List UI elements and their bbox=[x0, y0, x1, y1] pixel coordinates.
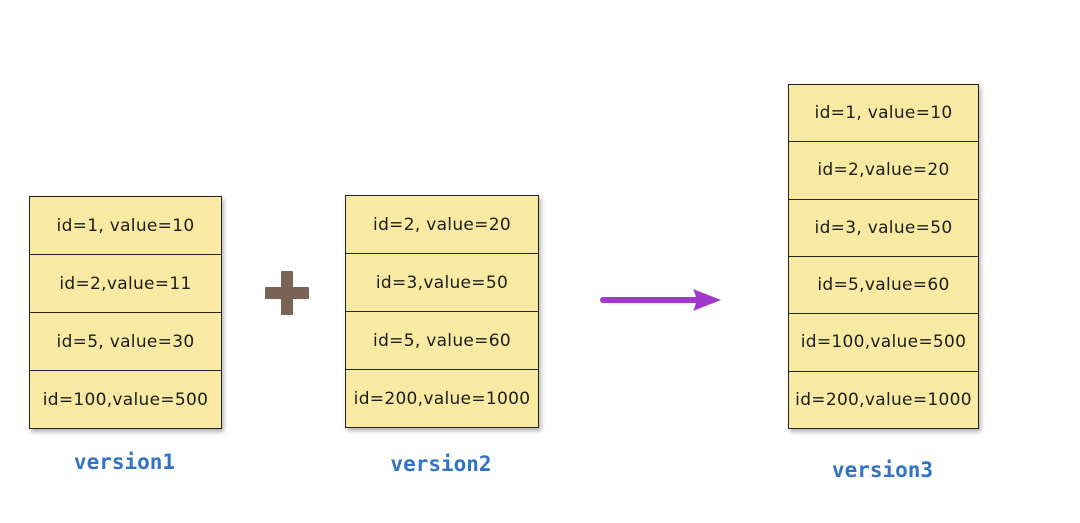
table-row: id=2,value=11 bbox=[30, 255, 221, 313]
version2-table: id=2, value=20 id=3,value=50 id=5, value… bbox=[345, 195, 539, 428]
table-row: id=2,value=20 bbox=[789, 142, 978, 200]
version1-label: version1 bbox=[73, 450, 176, 474]
table-row: id=5, value=30 bbox=[30, 313, 221, 371]
version3-table: id=1, value=10 id=2,value=20 id=3, value… bbox=[788, 84, 979, 429]
table-row: id=100,value=500 bbox=[42, 389, 209, 410]
table-row: id=2, value=20 bbox=[346, 196, 538, 254]
version1-table: id=1, value=10 id=2,value=11 id=5, value… bbox=[29, 196, 222, 429]
plus-vertical-bar bbox=[281, 271, 293, 315]
table-row: id=5, value=60 bbox=[346, 312, 538, 370]
table-row: id=5,value=60 bbox=[789, 257, 978, 315]
table-row: id=200,value=1000 bbox=[353, 388, 531, 409]
table-row: id=1, value=10 bbox=[789, 85, 978, 143]
plus-icon bbox=[265, 271, 309, 315]
arrow-icon bbox=[600, 289, 721, 311]
table-row: id=1, value=10 bbox=[30, 197, 221, 255]
version2-label: version2 bbox=[390, 452, 492, 476]
table-row: id=200,value=1000 bbox=[795, 389, 972, 410]
version3-label: version3 bbox=[831, 458, 934, 482]
table-row: id=3, value=50 bbox=[789, 200, 978, 257]
table-row: id=100,value=500 bbox=[789, 314, 978, 372]
table-row: id=3,value=50 bbox=[346, 254, 538, 312]
